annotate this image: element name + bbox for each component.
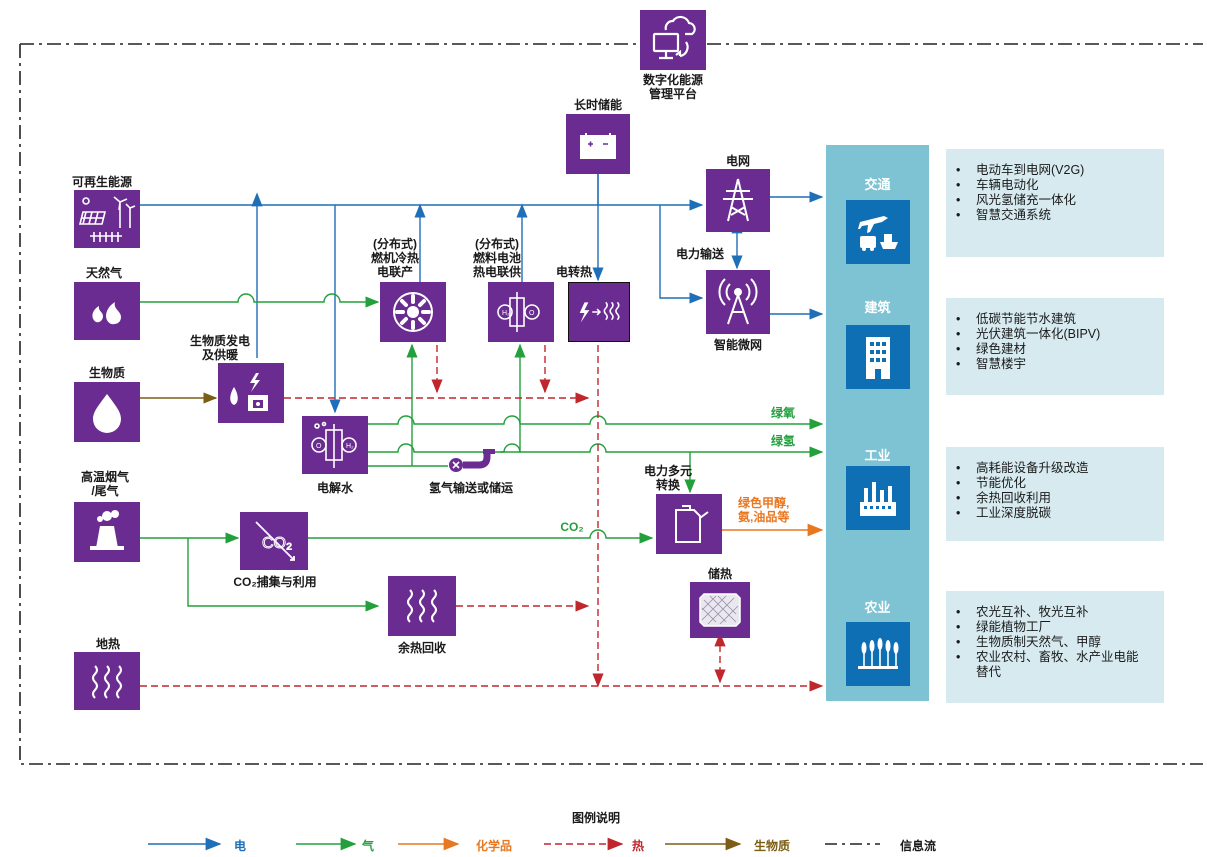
power-to-heat-icon: [568, 282, 630, 342]
power-tower-icon: [706, 169, 770, 232]
sector-item: 电动车到电网(V2G): [956, 163, 1156, 178]
sector-item: 光伏建筑一体化(BIPV): [956, 327, 1156, 342]
transmission-label: 电力输送: [675, 247, 724, 261]
sector-item: 工业深度脱碳: [956, 506, 1156, 521]
renewable-label: 可再生能源: [72, 175, 133, 189]
heat-storage-icon: [690, 582, 750, 638]
legend-chemical: 化学品: [476, 839, 513, 853]
waste-heat-icon: [388, 576, 456, 636]
legend-heat: 热: [632, 839, 645, 853]
ccus-label: CO₂捕集与利用: [233, 575, 317, 589]
sector-item: 生物质制天然气、甲醇: [956, 635, 1156, 650]
biomass-power-label: 生物质发电 及供暖: [189, 334, 250, 362]
sector-box-industry: 高耗能设备升级改造 节能优化 余热回收利用 工业深度脱碳: [946, 447, 1164, 541]
pipe-valve-icon: [446, 448, 502, 474]
sector-title-transport: 交通: [864, 177, 891, 192]
grid-label: 电网: [725, 154, 750, 168]
wheat-icon: [846, 622, 910, 686]
green-hydrogen-label: 绿氢: [770, 434, 795, 448]
info-flow-frame: [19, 43, 1203, 765]
droplet-icon: [74, 382, 140, 442]
co2-capture-icon: CO₂: [240, 512, 308, 570]
antenna-tower-icon: [706, 270, 770, 334]
solar-wind-icon: [74, 190, 140, 248]
factory-smoke-icon: [74, 502, 140, 562]
sector-item: 车辆电动化: [956, 178, 1156, 193]
sector-item: 绿色建材: [956, 342, 1156, 357]
sector-item: 农业农村、畜牧、水产业电能替代: [956, 650, 1141, 680]
cloud-computer-icon: [640, 10, 706, 70]
electrolysis-icon: O H₂: [302, 416, 368, 474]
co2-flow-label: CO₂: [560, 520, 584, 534]
gas-flows: [140, 293, 824, 612]
microgrid-label: 智能微网: [713, 338, 762, 352]
fuel-can-icon: [656, 494, 722, 554]
sector-item: 节能优化: [956, 476, 1156, 491]
transport-icon: [846, 200, 910, 264]
fuel-cell-icon: H₂ O: [488, 282, 554, 342]
factory-icon: [846, 466, 910, 530]
natural-gas-label: 天然气: [86, 266, 123, 280]
legend-electricity: 电: [234, 839, 247, 853]
geothermal-label: 地热: [95, 637, 120, 651]
green-oxygen-label: 绿氧: [770, 406, 795, 420]
sector-item: 绿能植物工厂: [956, 620, 1156, 635]
heat-storage-label: 储热: [707, 567, 732, 581]
waste-heat-label: 余热回收: [397, 641, 446, 655]
electrolysis-label: 电解水: [316, 481, 353, 495]
sector-box-transport: 电动车到电网(V2G) 车辆电动化 风光氢储充一体化 智慧交通系统: [946, 149, 1164, 257]
legend-gas: 气: [362, 839, 375, 853]
hydrogen-transport-label: 氢气输送或储运: [428, 481, 513, 495]
sector-item: 智慧交通系统: [956, 208, 1156, 223]
biomass-label: 生物质: [88, 366, 125, 380]
sector-item: 农光互补、牧光互补: [956, 605, 1156, 620]
sector-title-industry: 工业: [864, 448, 891, 463]
heat-flows: [140, 345, 824, 692]
legend-biomass: 生物质: [754, 839, 791, 853]
long-storage-label: 长时储能: [573, 98, 622, 112]
sector-title-building: 建筑: [864, 300, 891, 315]
svg-text:CO₂: CO₂: [262, 535, 292, 552]
sector-box-agriculture: 农光互补、牧光互补 绿能植物工厂 生物质制天然气、甲醇 农业农村、畜牧、水产业电…: [946, 591, 1164, 703]
building-icon: [846, 325, 910, 389]
svg-text:O: O: [529, 310, 535, 317]
fuel-cell-label: (分布式) 燃料电池 热电联供: [472, 237, 521, 279]
legend-info-flow: 信息流: [900, 839, 937, 853]
turbine-icon: [380, 282, 446, 342]
power-to-x-label: 电力多元 转换: [643, 464, 692, 492]
legend-title: 图例说明: [571, 811, 620, 825]
biomass-power-icon: [218, 363, 284, 423]
sector-item: 风光氢储充一体化: [956, 193, 1156, 208]
flue-gas-label: 高温烟气 /尾气: [80, 470, 129, 498]
sector-item: 智慧楼宇: [956, 357, 1156, 372]
electric-flows: [140, 148, 824, 414]
flame-icon: [74, 282, 140, 340]
green-fuels-label: 绿色甲醇, 氨,油品等: [738, 496, 790, 524]
chp-label: (分布式) 燃机冷热 电联产: [370, 237, 419, 279]
sector-title-agriculture: 农业: [864, 600, 891, 615]
sector-item: 高耗能设备升级改造: [956, 461, 1156, 476]
power-to-heat-label: 电转热: [555, 265, 592, 279]
svg-text:H₂: H₂: [346, 443, 354, 450]
svg-text:H₂: H₂: [502, 310, 510, 317]
sector-item: 低碳节能节水建筑: [956, 312, 1156, 327]
geothermal-icon: [74, 652, 140, 710]
sector-item: 余热回收利用: [956, 491, 1156, 506]
svg-text:O: O: [316, 443, 322, 450]
battery-icon: [566, 114, 630, 174]
platform-label: 数字化能源 管理平台: [642, 73, 703, 101]
sector-box-building: 低碳节能节水建筑 光伏建筑一体化(BIPV) 绿色建材 智慧楼宇: [946, 298, 1164, 395]
